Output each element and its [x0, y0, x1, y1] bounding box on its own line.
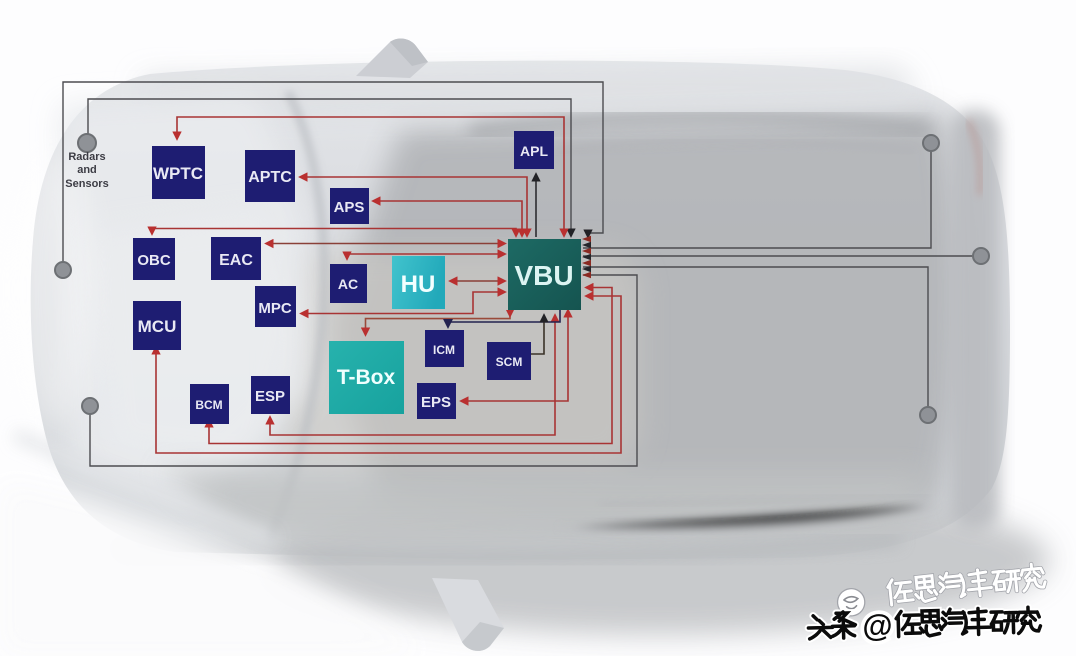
svg-text:ICM: ICM [433, 343, 455, 357]
svg-text:Sensors: Sensors [65, 178, 108, 190]
svg-text:EAC: EAC [219, 252, 253, 269]
svg-text:@: @ [862, 608, 893, 644]
svg-text:SCM: SCM [496, 355, 523, 369]
svg-text:APS: APS [334, 199, 365, 216]
svg-text:HU: HU [401, 271, 436, 298]
svg-text:Radars: Radars [68, 151, 105, 163]
svg-text:APTC: APTC [248, 169, 292, 186]
svg-text:AC: AC [338, 276, 358, 292]
svg-text:EPS: EPS [421, 394, 451, 411]
svg-text:VBU: VBU [514, 260, 573, 291]
svg-text:OBC: OBC [137, 252, 171, 269]
svg-text:@: @ [862, 608, 893, 644]
svg-text:ESP: ESP [255, 388, 285, 405]
svg-text:WPTC: WPTC [153, 164, 203, 183]
svg-text:and: and [77, 164, 97, 176]
svg-text:MCU: MCU [138, 317, 177, 336]
svg-text:BCM: BCM [195, 398, 222, 412]
svg-text:MPC: MPC [258, 300, 292, 317]
svg-text:APL: APL [520, 143, 548, 159]
svg-text:T-Box: T-Box [337, 366, 396, 389]
